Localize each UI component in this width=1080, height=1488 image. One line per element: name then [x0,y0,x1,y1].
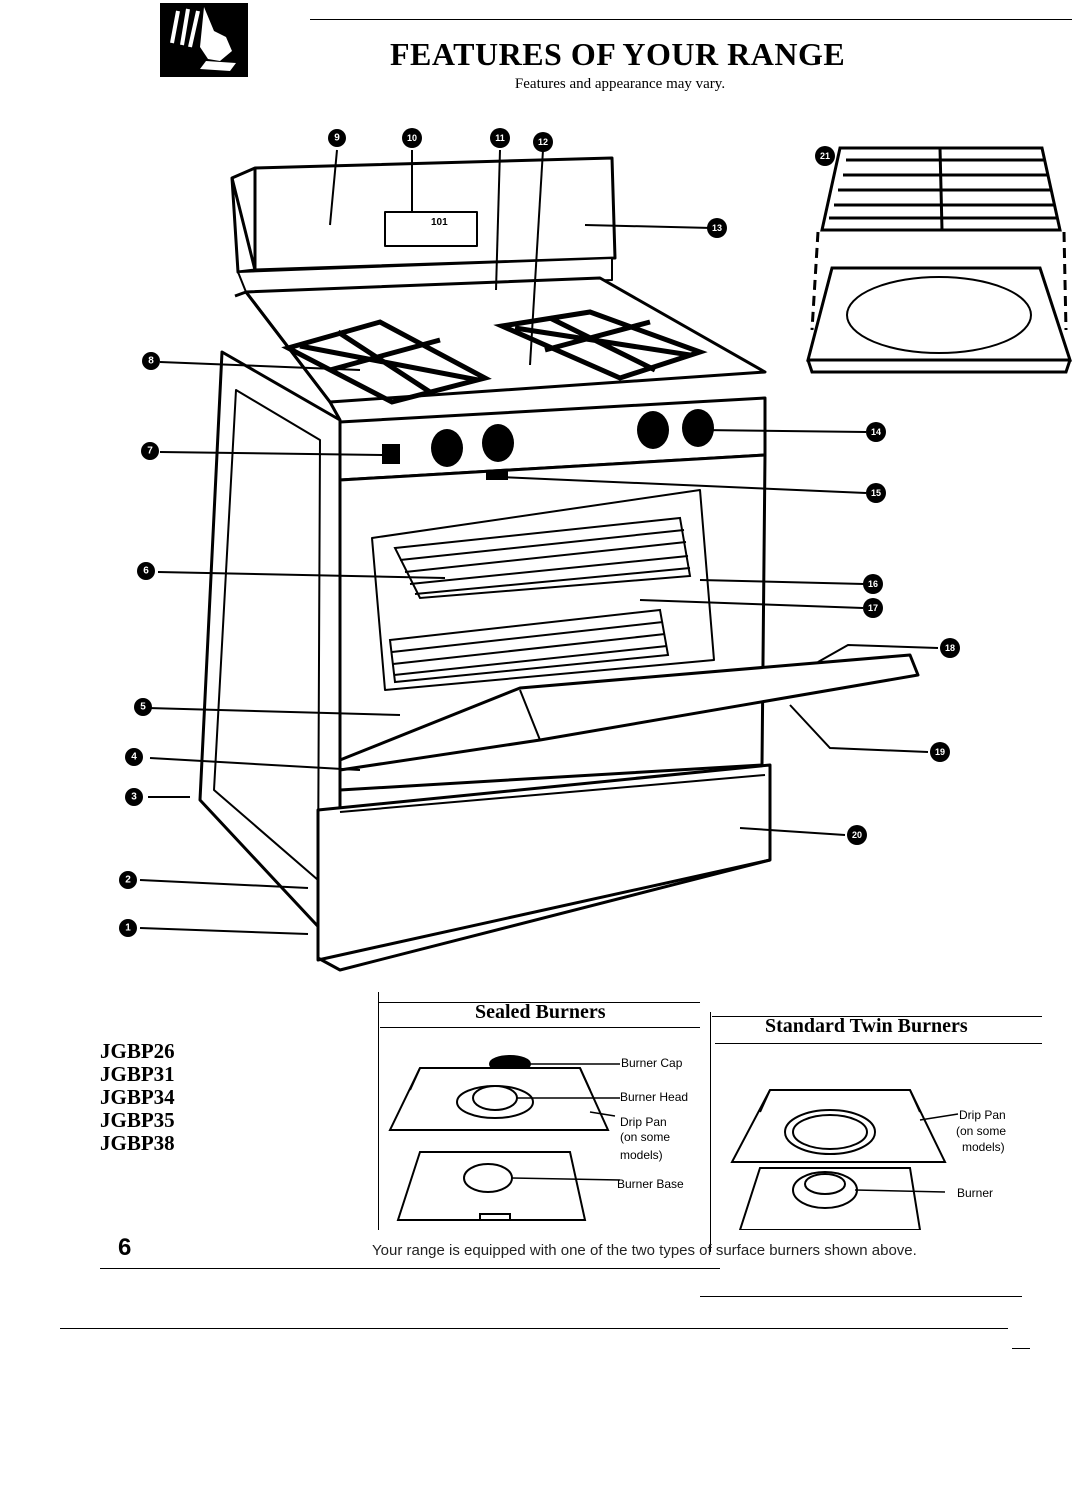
callout-markers [119,128,960,937]
footer-note: Your range is equipped with one of the t… [372,1242,917,1259]
callout-1: 1 [125,923,131,934]
callout-11-marker [490,128,510,148]
sealed-burners-title: Sealed Burners [475,1001,606,1023]
model-number: JGBP38 [100,1131,175,1155]
sealed-panel-title-rule [380,1027,700,1028]
twin-burner-label: Burner [957,1186,994,1200]
twin-drip-pan-label: Drip Pan [959,1108,1006,1122]
callout-4-marker [125,748,143,766]
callout-6-marker [137,562,155,580]
callout-18: 18 [945,643,955,653]
sealed-panel-top-rule [378,1002,700,1003]
callout-11: 11 [495,133,505,143]
callout-13-marker [707,218,727,238]
sealed-burner-illustration [388,1055,620,1221]
callout-4: 4 [131,752,137,763]
callout-9-marker [328,129,346,147]
model-number: JGBP26 [100,1039,175,1063]
callout-19: 19 [935,747,945,757]
twin-drip-pan-note-2: models) [962,1140,1005,1154]
sealed-drip-pan-note-1: (on some [620,1130,671,1144]
callout-1-marker [119,919,137,937]
callout-14-marker [866,422,886,442]
callout-3-marker [125,788,143,806]
twin-burners-title: Standard Twin Burners [765,1015,968,1037]
callout-21: 21 [820,151,830,161]
callout-20: 20 [852,830,862,840]
callout-12-marker [533,132,553,152]
footer-rule-2 [700,1296,1022,1297]
header-rule [310,19,1072,20]
footer-rule-1 [100,1268,720,1269]
callout-14: 14 [871,427,881,437]
model-number: JGBP35 [100,1108,175,1132]
twin-drip-pan-note-1: (on some [956,1124,1007,1138]
callout-15: 15 [871,488,881,498]
callout-13: 13 [712,223,722,233]
callout-8: 8 [148,356,154,367]
page-title: FEATURES OF YOUR RANGE [390,36,846,72]
sealed-panel-left-rule [378,992,379,1230]
callout-21-marker [815,146,835,166]
callout-10-marker [402,128,422,148]
callout-5: 5 [140,702,146,713]
callout-12: 12 [538,137,548,147]
twin-burner-illustration [730,1089,959,1230]
model-number: JGBP31 [100,1062,175,1086]
twin-panel-left-rule [710,1012,711,1252]
callout-20-marker [847,825,867,845]
callout-2: 2 [125,875,131,886]
sealed-head-label: Burner Head [620,1090,689,1104]
twin-panel-title-rule [715,1043,1042,1044]
callout-3: 3 [131,792,137,803]
model-number: JGBP34 [100,1085,175,1109]
page-subtitle: Features and appearance may vary. [514,76,726,92]
callout-18-marker [940,638,960,658]
brand-logo [160,3,248,77]
callout-5-marker [134,698,152,716]
page-number: 6 [118,1234,132,1261]
callout-15-marker [866,483,886,503]
sealed-drip-pan-label: Drip Pan [620,1115,667,1129]
callout-19-marker [930,742,950,762]
callout-2-marker [119,871,137,889]
footer-rule-3 [60,1328,1008,1329]
model-list: JGBP26 JGBP31 JGBP34 JGBP35 JGBP38 [100,1040,175,1155]
callout-10: 10 [407,133,417,143]
sealed-drip-pan-note-2: models) [620,1148,663,1162]
callout-7: 7 [147,446,153,457]
callout-17-marker [863,598,883,618]
callout-17: 17 [868,603,878,613]
clock-display-readout: 101 [431,217,448,228]
sealed-cap-label: Burner Cap [621,1056,683,1070]
twin-panel-top-rule [712,1016,1042,1017]
callout-16-marker [863,574,883,594]
sealed-base-label: Burner Base [617,1177,684,1191]
callout-16: 16 [868,579,878,589]
callout-6: 6 [143,566,149,577]
callout-8-marker [142,352,160,370]
footer-rule-4 [1012,1348,1030,1349]
callout-7-marker [141,442,159,460]
range-illustration: 1 2 3 4 5 6 7 8 9 10 11 12 13 14 15 16 1… [119,128,1073,972]
callout-9: 9 [334,133,340,144]
